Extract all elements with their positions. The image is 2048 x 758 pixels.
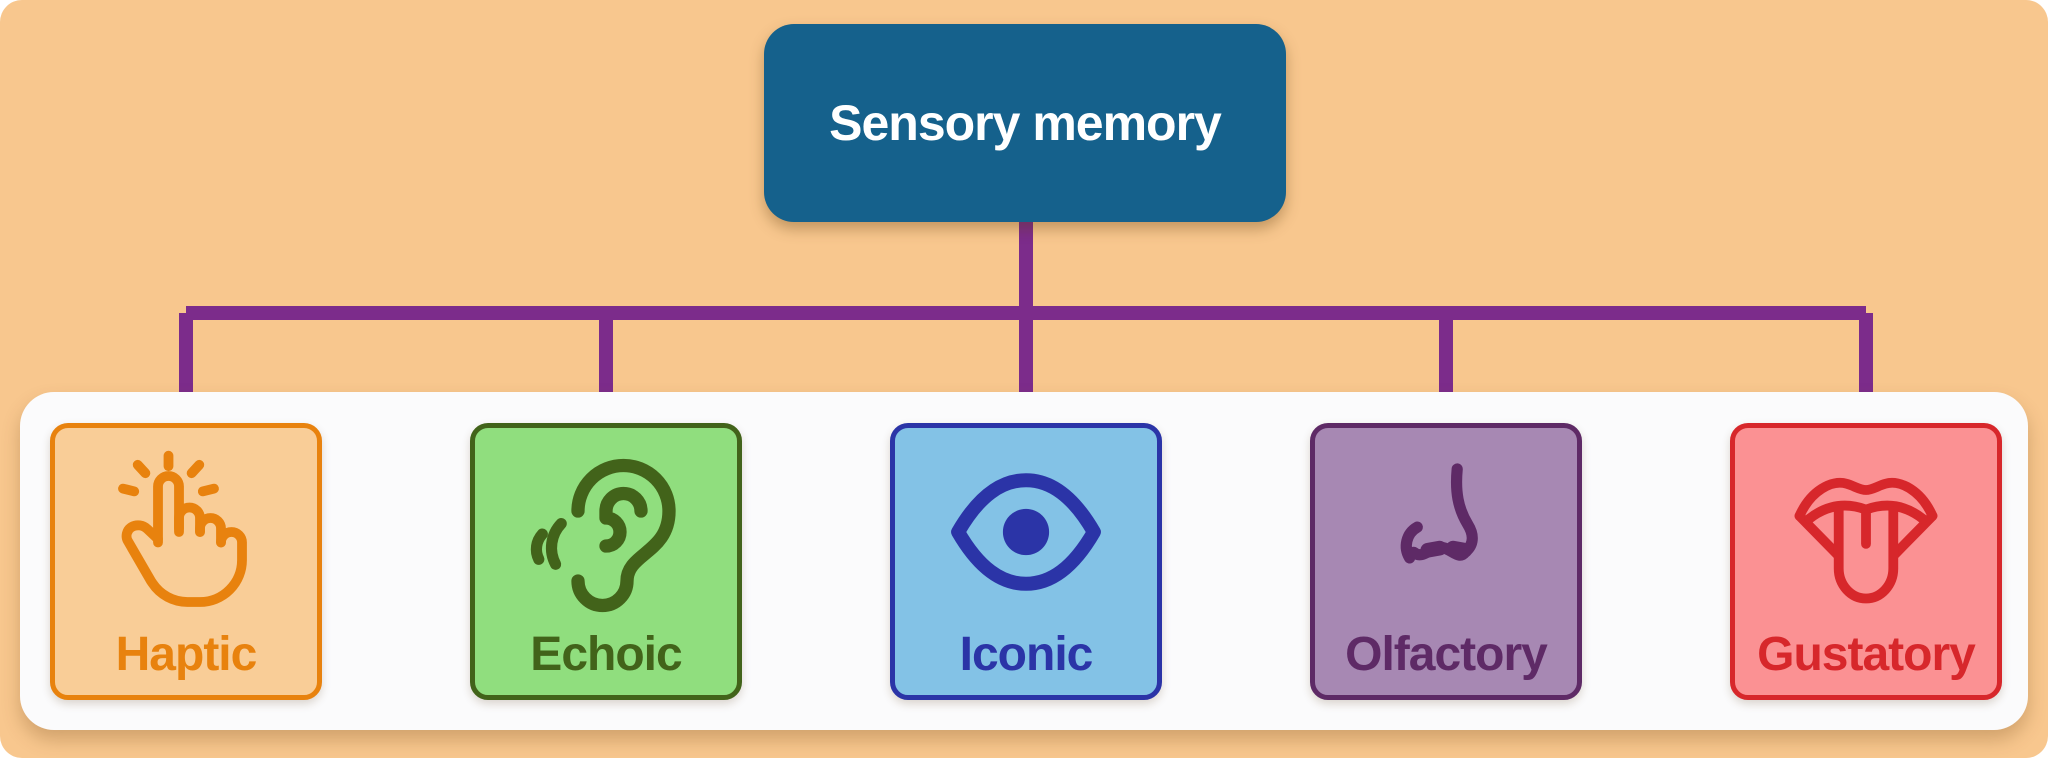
- connector-lines: [179, 212, 1873, 432]
- node-olfactory: Olfactory: [1310, 423, 1582, 700]
- node-echoic: Echoic: [470, 423, 742, 700]
- node-label: Gustatory: [1757, 628, 1976, 681]
- nose-icon: [1362, 448, 1530, 616]
- node-label: Iconic: [959, 628, 1094, 681]
- mouth-tongue-icon: [1780, 448, 1952, 616]
- root-node-sensory-memory: Sensory memory: [764, 24, 1286, 222]
- node-label: Haptic: [115, 628, 258, 681]
- eye-icon: [941, 448, 1111, 616]
- node-label: Olfactory: [1345, 628, 1548, 681]
- tap-hand-icon: [102, 448, 270, 616]
- node-gustatory: Gustatory: [1730, 423, 2002, 700]
- node-haptic: Haptic: [50, 423, 322, 700]
- node-label: Echoic: [530, 628, 682, 681]
- ear-icon: [522, 448, 690, 616]
- node-iconic: Iconic: [890, 423, 1162, 700]
- root-node-label: Sensory memory: [829, 95, 1222, 151]
